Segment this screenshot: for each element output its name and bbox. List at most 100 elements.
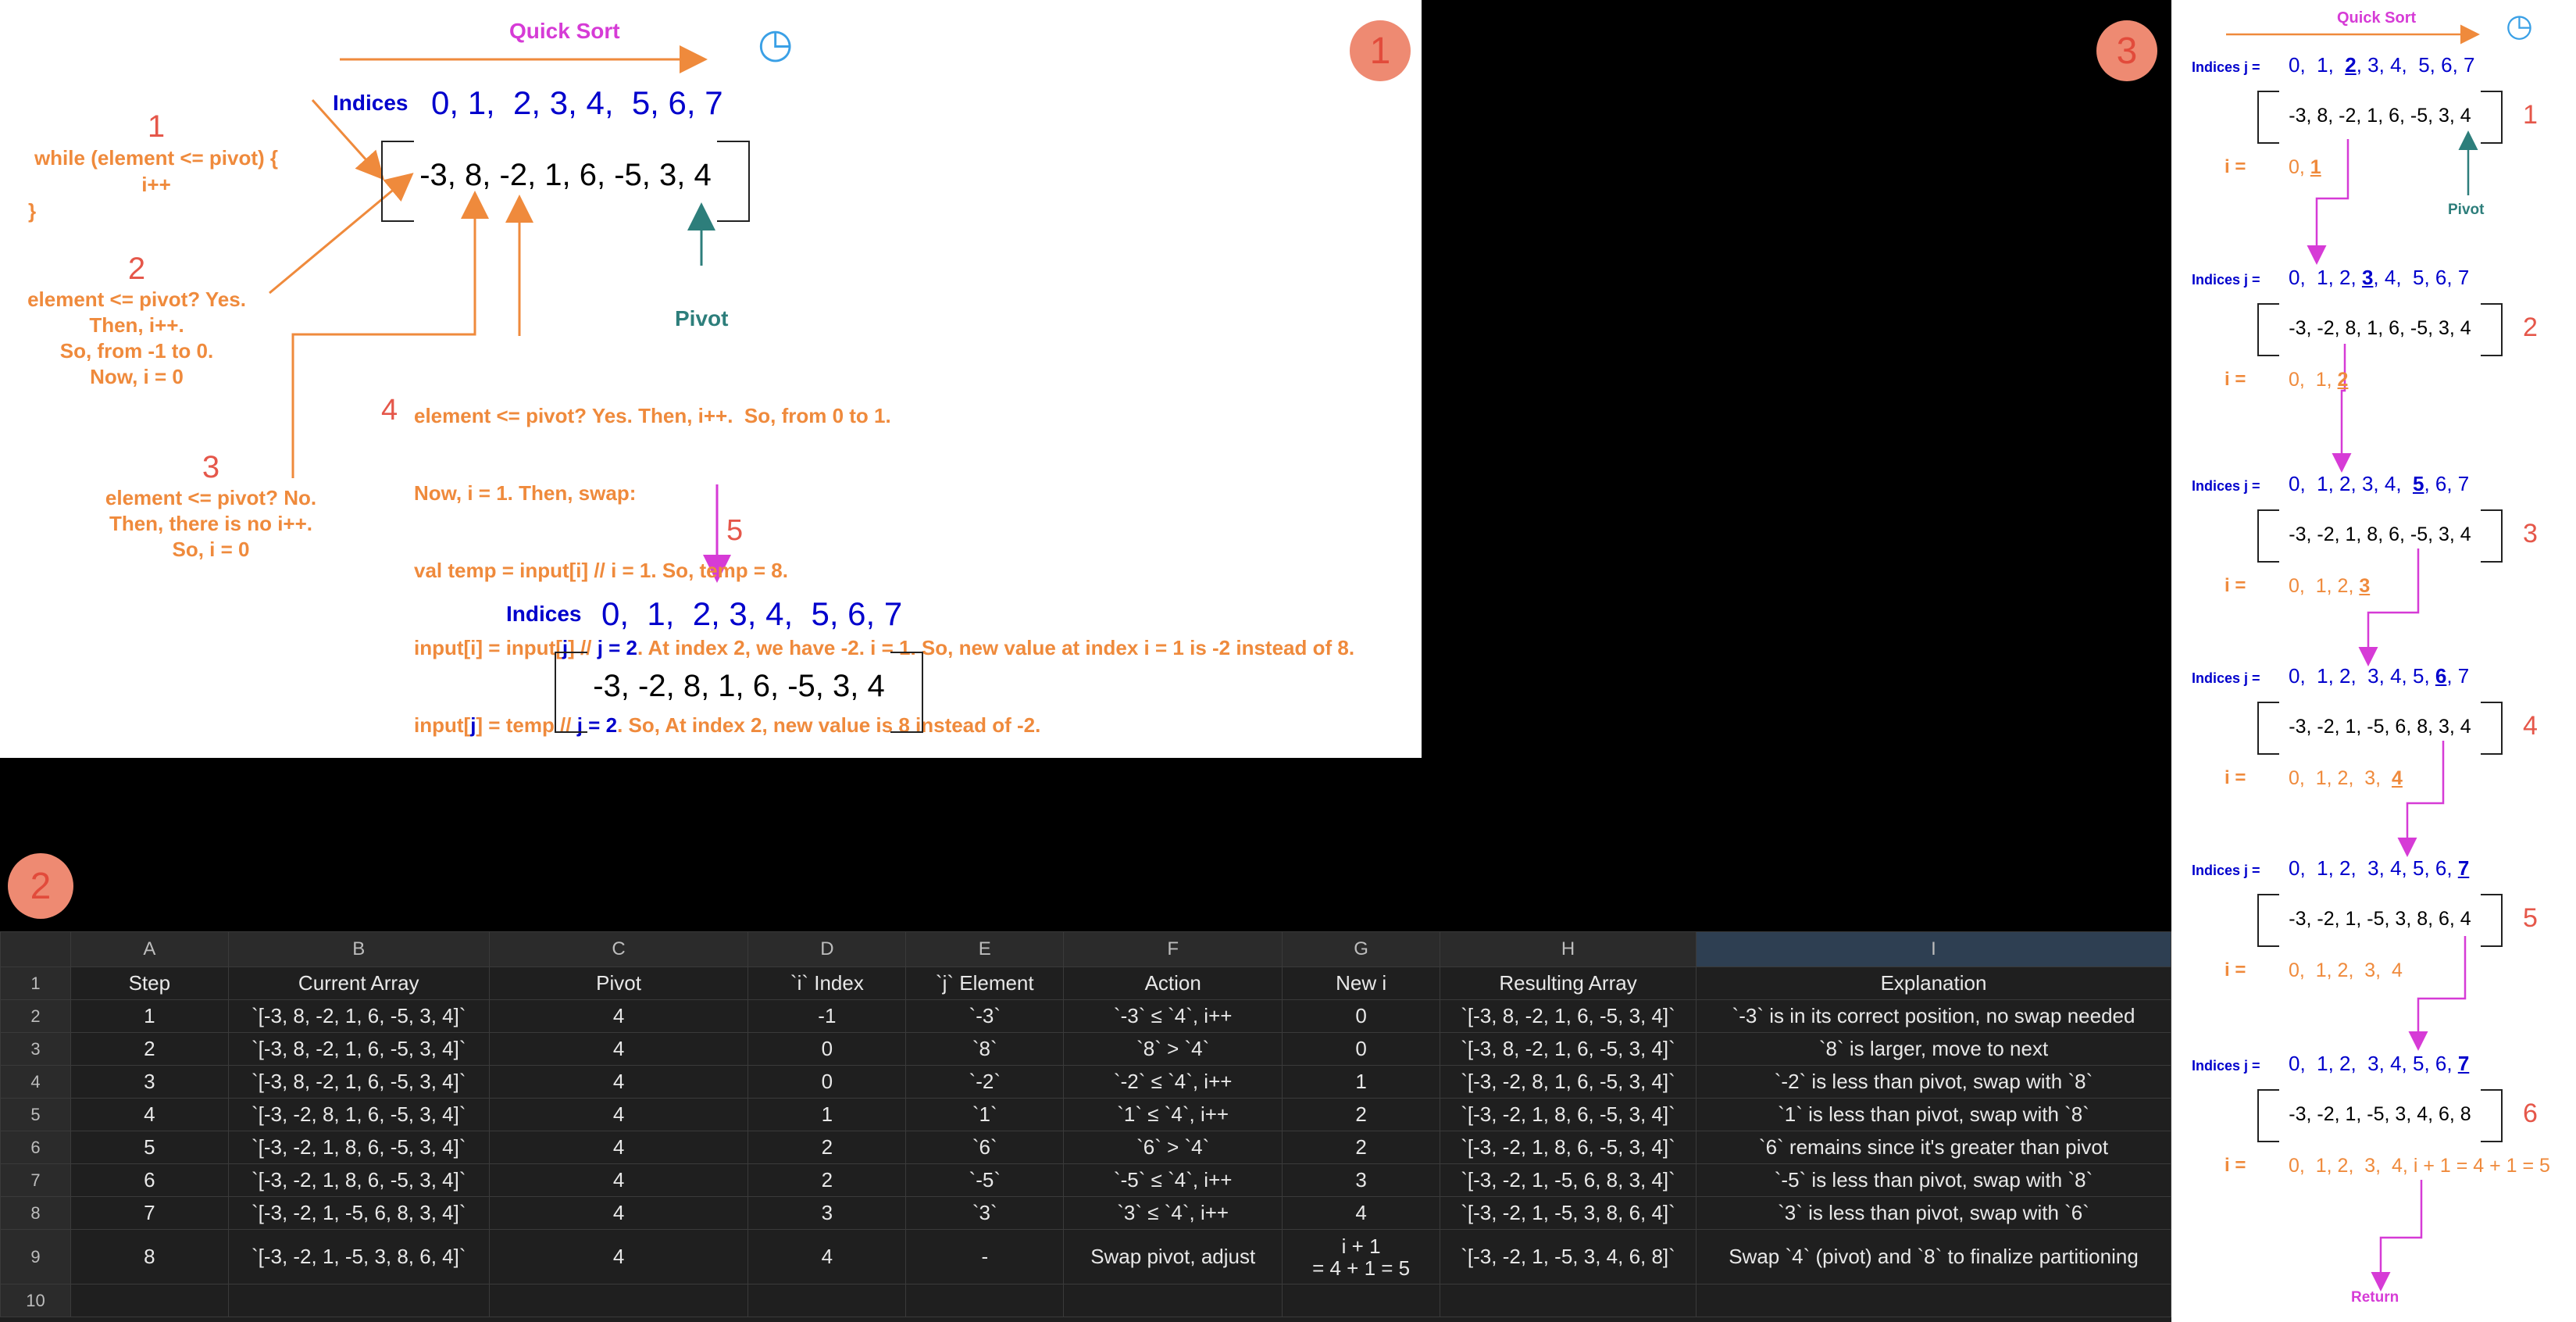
cell[interactable]: `-5`	[905, 1163, 1065, 1197]
cell[interactable]: `[-3, -2, 1, 8, 6, -5, 3, 4]`	[1440, 1131, 1697, 1164]
cell[interactable]: Action	[1063, 966, 1283, 1000]
cell[interactable]: Step	[70, 966, 229, 1000]
cell[interactable]: `[-3, 8, -2, 1, 6, -5, 3, 4]`	[1440, 1032, 1697, 1066]
cell[interactable]: 2	[70, 1032, 229, 1066]
column-header-d[interactable]: D	[747, 931, 907, 967]
row-number[interactable]: 1	[0, 966, 71, 1000]
cell[interactable]	[227, 1284, 490, 1317]
cell[interactable]: 4	[1282, 1196, 1441, 1230]
cell[interactable]: `-5` is less than pivot, swap with `8`	[1696, 1163, 2171, 1197]
cell[interactable]: 1	[747, 1098, 907, 1131]
cell[interactable]: `3`	[905, 1196, 1065, 1230]
cell[interactable]	[747, 1284, 907, 1317]
column-header-i[interactable]: I	[1696, 931, 2171, 967]
cell[interactable]: `6`	[905, 1131, 1065, 1164]
cell[interactable]: -	[905, 1229, 1065, 1284]
cell[interactable]: Resulting Array	[1440, 966, 1697, 1000]
cell[interactable]: `[-3, 8, -2, 1, 6, -5, 3, 4]`	[1440, 999, 1697, 1033]
cell[interactable]	[1440, 1284, 1697, 1317]
cell[interactable]: New i	[1282, 966, 1441, 1000]
cell[interactable]: `[-3, -2, 8, 1, 6, -5, 3, 4]`	[1440, 1065, 1697, 1099]
cell[interactable]: 3	[1282, 1163, 1441, 1197]
cell[interactable]: 4	[488, 1032, 749, 1066]
row-number[interactable]: 9	[0, 1229, 71, 1284]
cell[interactable]: Explanation	[1696, 966, 2171, 1000]
cell[interactable]: 3	[70, 1065, 229, 1099]
cell[interactable]: 0	[1282, 999, 1441, 1033]
row-number[interactable]: 7	[0, 1163, 71, 1197]
cell[interactable]: `[-3, -2, 1, 8, 6, -5, 3, 4]`	[227, 1131, 490, 1164]
cell[interactable]: 4	[488, 1098, 749, 1131]
cell[interactable]: 0	[747, 1032, 907, 1066]
column-header-b[interactable]: B	[227, 931, 490, 967]
cell[interactable]: 4	[488, 1131, 749, 1164]
cell[interactable]	[905, 1284, 1065, 1317]
column-header-g[interactable]: G	[1282, 931, 1441, 967]
cell[interactable]: `[-3, -2, 1, 8, 6, -5, 3, 4]`	[1440, 1098, 1697, 1131]
cell[interactable]: `-5` ≤ `4`, i++	[1063, 1163, 1283, 1197]
cell[interactable]: `[-3, 8, -2, 1, 6, -5, 3, 4]`	[227, 1065, 490, 1099]
cell[interactable]: `-2` is less than pivot, swap with `8`	[1696, 1065, 2171, 1099]
cell[interactable]: `[-3, -2, 8, 1, 6, -5, 3, 4]`	[227, 1098, 490, 1131]
cell[interactable]: 1	[70, 999, 229, 1033]
row-number[interactable]: 2	[0, 999, 71, 1033]
cell[interactable]	[488, 1284, 749, 1317]
cell[interactable]: 1	[1282, 1065, 1441, 1099]
cell[interactable]: `1` ≤ `4`, i++	[1063, 1098, 1283, 1131]
cell[interactable]: `8`	[905, 1032, 1065, 1066]
column-header-h[interactable]: H	[1440, 931, 1697, 967]
column-header-a[interactable]: A	[70, 931, 229, 967]
cell[interactable]: 5	[70, 1131, 229, 1164]
cell[interactable]: 4	[488, 1065, 749, 1099]
cell[interactable]: `[-3, -2, 1, 8, 6, -5, 3, 4]`	[227, 1163, 490, 1197]
cell[interactable]: `[-3, -2, 1, -5, 6, 8, 3, 4]`	[227, 1196, 490, 1230]
cell[interactable]: `6` remains since it's greater than pivo…	[1696, 1131, 2171, 1164]
row-number[interactable]: 8	[0, 1196, 71, 1230]
row-number[interactable]: 3	[0, 1032, 71, 1066]
column-header-c[interactable]: C	[488, 931, 749, 967]
cell[interactable]: `6` > `4`	[1063, 1131, 1283, 1164]
cell[interactable]: `3` is less than pivot, swap with `6`	[1696, 1196, 2171, 1230]
cell[interactable]: 8	[70, 1229, 229, 1284]
cell[interactable]: 4	[488, 1196, 749, 1230]
cell[interactable]: `[-3, -2, 1, -5, 6, 8, 3, 4]`	[1440, 1163, 1697, 1197]
cell[interactable]: Current Array	[227, 966, 490, 1000]
cell[interactable]	[1282, 1284, 1441, 1317]
select-all-corner[interactable]	[0, 931, 71, 967]
row-number[interactable]: 5	[0, 1098, 71, 1131]
cell[interactable]: 0	[1282, 1032, 1441, 1066]
row-number[interactable]: 10	[0, 1284, 71, 1317]
cell[interactable]: 0	[747, 1065, 907, 1099]
cell[interactable]: `-2` ≤ `4`, i++	[1063, 1065, 1283, 1099]
cell[interactable]: `[-3, 8, -2, 1, 6, -5, 3, 4]`	[227, 999, 490, 1033]
cell[interactable]: 2	[747, 1163, 907, 1197]
cell[interactable]: 7	[70, 1196, 229, 1230]
cell[interactable]: Swap pivot, adjust	[1063, 1229, 1283, 1284]
cell[interactable]: 6	[70, 1163, 229, 1197]
cell[interactable]: 4	[488, 1163, 749, 1197]
cell[interactable]: `-3` is in its correct position, no swap…	[1696, 999, 2171, 1033]
cell[interactable]: `8` > `4`	[1063, 1032, 1283, 1066]
row-number[interactable]: 4	[0, 1065, 71, 1099]
cell[interactable]: `-2`	[905, 1065, 1065, 1099]
cell[interactable]: Swap `4` (pivot) and `8` to finalize par…	[1696, 1229, 2171, 1284]
cell[interactable]: i + 1= 4 + 1 = 5	[1282, 1229, 1441, 1284]
cell[interactable]: `j` Element	[905, 966, 1065, 1000]
cell[interactable]: `[-3, -2, 1, -5, 3, 8, 6, 4]`	[227, 1229, 490, 1284]
cell[interactable]: 4	[747, 1229, 907, 1284]
cell[interactable]: 3	[747, 1196, 907, 1230]
cell[interactable]: `-3` ≤ `4`, i++	[1063, 999, 1283, 1033]
cell[interactable]: `[-3, -2, 1, -5, 3, 8, 6, 4]`	[1440, 1196, 1697, 1230]
cell[interactable]: 2	[1282, 1098, 1441, 1131]
cell[interactable]: 4	[70, 1098, 229, 1131]
cell[interactable]: `1` is less than pivot, swap with `8`	[1696, 1098, 2171, 1131]
cell[interactable]: 2	[747, 1131, 907, 1164]
cell[interactable]	[70, 1284, 229, 1317]
cell[interactable]: `i` Index	[747, 966, 907, 1000]
cell[interactable]	[1696, 1284, 2171, 1317]
cell[interactable]: `[-3, -2, 1, -5, 3, 4, 6, 8]`	[1440, 1229, 1697, 1284]
cell[interactable]	[1063, 1284, 1283, 1317]
cell[interactable]: `3` ≤ `4`, i++	[1063, 1196, 1283, 1230]
cell[interactable]: `[-3, 8, -2, 1, 6, -5, 3, 4]`	[227, 1032, 490, 1066]
cell[interactable]: Pivot	[488, 966, 749, 1000]
